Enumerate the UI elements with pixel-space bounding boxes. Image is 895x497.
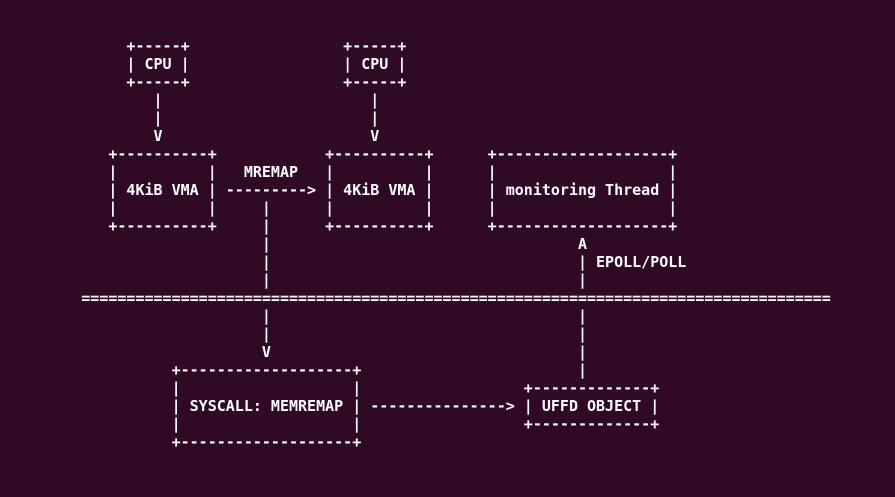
ascii-diagram: +-----+ +-----+ | CPU | | CPU | +-----+ … — [81, 37, 831, 451]
